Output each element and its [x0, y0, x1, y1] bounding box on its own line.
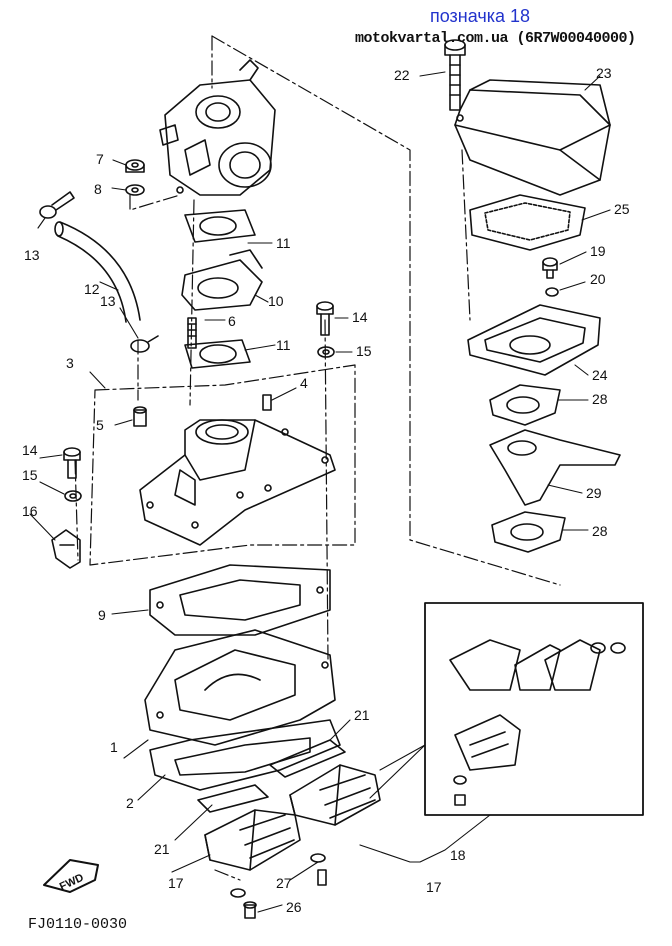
washer-8 — [125, 184, 145, 196]
stud-6 — [187, 317, 197, 349]
clamp-13-lower — [130, 335, 159, 353]
callout-18: 18 — [450, 847, 466, 863]
screw-4 — [262, 394, 272, 411]
callout-16: 16 — [22, 503, 38, 519]
diagram-title: позначка 18 — [430, 6, 531, 26]
callout-28b: 28 — [592, 523, 608, 539]
leader-lines — [29, 71, 611, 913]
callout-6: 6 — [228, 313, 236, 329]
reed-valve-17-right — [289, 764, 381, 826]
valve-housing-1 — [144, 629, 336, 746]
assembly-lines — [74, 35, 561, 881]
spacer-10 — [181, 249, 263, 311]
washer-15-left — [64, 490, 82, 502]
callout-17a: 17 — [168, 875, 184, 891]
reed-valve-17-left — [204, 809, 301, 871]
bolt-14-left — [63, 447, 81, 479]
callout-5: 5 — [96, 417, 104, 433]
callout-23: 23 — [596, 65, 612, 81]
cap-5 — [133, 406, 147, 427]
callout-15a: 15 — [356, 343, 372, 359]
callout-9: 9 — [98, 607, 106, 623]
callout-17b: 17 — [426, 879, 442, 895]
gasket-28-lower — [491, 511, 566, 553]
callout-14a: 14 — [352, 309, 368, 325]
callout-24: 24 — [592, 367, 608, 383]
bolt-22 — [444, 39, 466, 111]
callout-7: 7 — [96, 151, 104, 167]
bolt-14-right — [316, 301, 334, 336]
callout-25: 25 — [614, 201, 630, 217]
gasket-11-lower — [184, 339, 251, 369]
hose-12 — [54, 221, 141, 323]
callout-11b: 11 — [276, 337, 291, 353]
bracket-29 — [489, 429, 621, 506]
gasket-11-upper — [184, 209, 256, 243]
bolt-26 — [243, 869, 327, 919]
callout-22: 22 — [394, 67, 410, 83]
gasket-21-right — [269, 739, 346, 778]
carburetor — [159, 59, 276, 196]
washer-15-right — [317, 346, 335, 358]
clamp-13-upper — [39, 191, 75, 219]
callout-27: 27 — [276, 875, 292, 891]
source-caption: motokvartal.com.ua (6R7W00040000) — [355, 30, 636, 47]
callout-15b: 15 — [22, 467, 38, 483]
callout-1: 1 — [110, 739, 118, 755]
nut-7 — [125, 159, 145, 173]
flame-arrester-25 — [469, 194, 586, 251]
drawing-code: FJ0110-0030 — [28, 916, 128, 933]
silencer-cover-23 — [454, 79, 611, 196]
callout-4: 4 — [300, 375, 308, 391]
callout-13a: 13 — [24, 247, 40, 263]
callout-3: 3 — [66, 355, 74, 371]
callout-13b: 13 — [100, 293, 116, 309]
callout-10: 10 — [268, 293, 284, 309]
bracket-16 — [51, 529, 81, 569]
silencer-case-24 — [467, 304, 601, 376]
callout-2: 2 — [126, 795, 134, 811]
callout-14b: 14 — [22, 442, 38, 458]
callout-28a: 28 — [592, 391, 608, 407]
callout-8: 8 — [94, 181, 102, 197]
gasket-9 — [149, 564, 331, 636]
callout-11a: 11 — [276, 235, 291, 251]
callout-21b: 21 — [154, 841, 170, 857]
callout-20: 20 — [590, 271, 606, 287]
callout-26: 26 — [286, 899, 302, 915]
fwd-arrow — [43, 859, 99, 893]
callout-19: 19 — [590, 243, 606, 259]
callout-12: 12 — [84, 281, 100, 297]
bolt-19 — [542, 257, 558, 279]
gasket-21-left — [197, 784, 269, 813]
gasket-28-upper — [489, 384, 561, 426]
gasket-2 — [149, 719, 341, 791]
callout-21a: 21 — [354, 707, 370, 723]
fwd-label: FWD — [58, 872, 86, 893]
intake-manifold — [139, 419, 336, 546]
inset-box — [424, 602, 644, 816]
callout-29: 29 — [586, 485, 602, 501]
washer-20 — [545, 287, 559, 297]
